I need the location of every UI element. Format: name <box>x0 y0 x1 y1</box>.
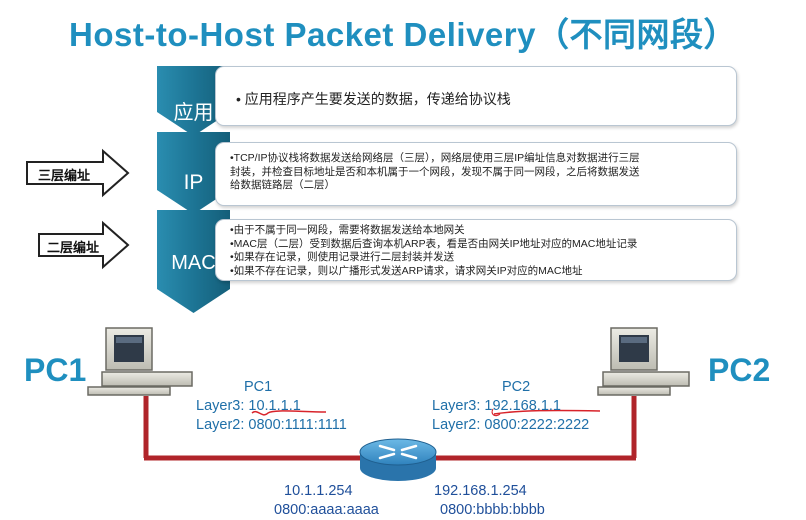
router-right-mac: 0800:bbbb:bbbb <box>440 502 545 518</box>
layer2-addressing-label: 二层编址 <box>47 240 100 255</box>
underline-mark-pc1 <box>251 410 327 416</box>
pc1-address-info: PC1 Layer3: 10.1.1.1 Layer2: 0800:1111:1… <box>196 378 347 435</box>
page-title: Host-to-Host Packet Delivery（不同网段） <box>69 16 737 53</box>
underline-mark-pc2-tail <box>491 408 501 417</box>
layer-mac-line: •如果存在记录，则使用记录进行二层封装并发送 <box>230 251 455 263</box>
chevron-ip <box>157 132 230 214</box>
router-left-interface: 10.1.1.254 0800:aaaa:aaaa <box>274 482 379 520</box>
layer3-addressing-label: 三层编址 <box>38 168 91 183</box>
underline-mark-pc2 <box>493 409 601 415</box>
router-left-mac: 0800:aaaa:aaaa <box>274 502 379 518</box>
pc2-icon <box>597 327 690 396</box>
layer-app-label: 应用 <box>173 102 214 124</box>
arrow-layer3 <box>26 148 130 198</box>
pc2-address-info: PC2 Layer3: 192.168.1.1 Layer2: 0800:222… <box>432 378 589 435</box>
layer-mac-line: •如果不存在记录，则以广播形式发送ARP请求，请求网关IP对应的MAC地址 <box>230 264 583 277</box>
router-left-ip: 10.1.1.254 <box>284 483 353 499</box>
arrow-layer2 <box>38 220 130 270</box>
router-icon <box>359 438 437 481</box>
router-right-ip: 192.168.1.254 <box>434 483 527 499</box>
pc1-name: PC1 <box>244 379 273 395</box>
router-right-interface: 192.168.1.254 0800:bbbb:bbbb <box>434 482 545 520</box>
layer-mac-line: •由于不属于同一网段，需要将数据发送给本地网关 <box>230 224 465 236</box>
pc2-layer3: Layer3: 192.168.1.1 <box>432 398 561 414</box>
layer-app-box: • 应用程序产生要发送的数据，传递给协议栈 <box>215 66 737 126</box>
layer-ip-line: 封装，并检查目标地址是否和本机属于一个网段，发现不属于同一网段，之后将数据发送 <box>230 165 640 178</box>
pc1-big-label: PC1 <box>24 352 87 388</box>
layer-ip-line: 给数据链路层（二层） <box>230 179 335 191</box>
layer-ip-box: •TCP/IP协议栈将数据发送给网络层（三层），网络层使用三层IP编址信息对数据… <box>215 142 737 206</box>
layer-app-line: • 应用程序产生要发送的数据，传递给协议栈 <box>236 91 511 107</box>
layer-mac-line: •MAC层（二层）受到数据后查询本机ARP表，看是否由网关IP地址对应的MAC地… <box>230 237 638 250</box>
layer-mac-box: •由于不属于同一网段，需要将数据发送给本地网关 •MAC层（二层）受到数据后查询… <box>215 219 737 281</box>
pc2-layer2: Layer2: 0800:2222:2222 <box>432 417 590 433</box>
pc1-layer3: Layer3: 10.1.1.1 <box>196 398 301 414</box>
layer-ip-line: •TCP/IP协议栈将数据发送给网络层（三层），网络层使用三层IP编址信息对数据… <box>230 152 640 164</box>
pc1-icon <box>87 327 193 396</box>
layer-ip-label: IP <box>183 171 204 194</box>
layer-mac-label: MAC <box>171 252 216 274</box>
pc2-big-label: PC2 <box>708 352 771 388</box>
chevron-mac <box>157 210 230 313</box>
pc2-name: PC2 <box>502 379 531 395</box>
pc1-layer2: Layer2: 0800:1111:1111 <box>196 417 347 433</box>
chevron-app <box>157 66 230 136</box>
